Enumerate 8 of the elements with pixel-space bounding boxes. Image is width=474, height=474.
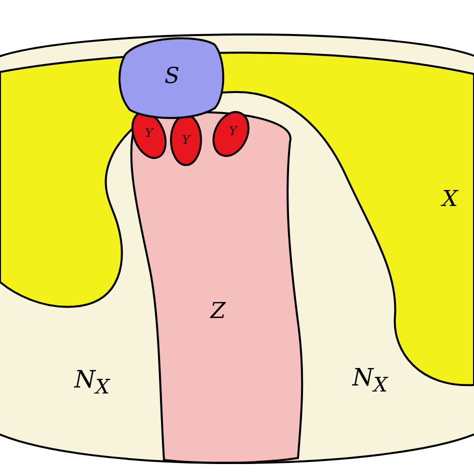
region-label: Y [145,127,153,139]
region-label: N$_{X}$ [74,368,110,396]
region-label: X [442,189,458,211]
region-label: Y [182,134,190,146]
region-label: Z [210,301,226,323]
region-label: Y [229,125,237,137]
region-label: N$_{X}$ [352,366,388,394]
region-label: S [164,66,180,88]
